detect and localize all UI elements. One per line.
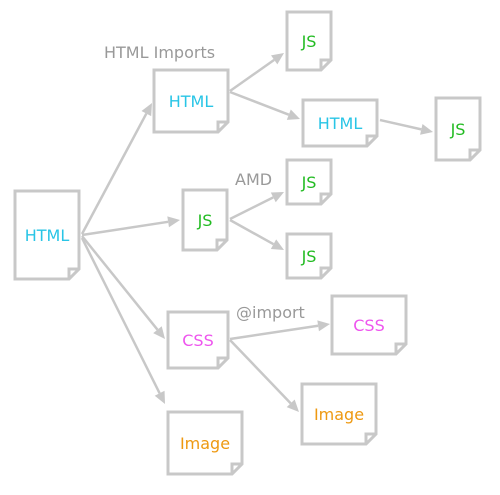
arrow-head	[270, 192, 284, 203]
node-js-amd-1[interactable]: JS	[285, 158, 333, 206]
arrow-head	[271, 53, 284, 65]
edge-line	[80, 237, 161, 394]
edge-line	[229, 58, 275, 93]
page-fold-icon	[319, 266, 331, 278]
edge-line	[229, 90, 290, 116]
node-js-amd-2[interactable]: JS	[285, 232, 333, 280]
node-js-far[interactable]: JS	[434, 96, 482, 162]
arrow-head	[153, 326, 165, 339]
node-root-html[interactable]: HTML	[13, 189, 81, 281]
node-css-2[interactable]: CSS	[330, 294, 408, 356]
node-image-1[interactable]: Image	[300, 382, 378, 446]
document-icon	[300, 382, 378, 446]
edge-js-mid-to-js-amd-2	[229, 218, 284, 250]
edge-html-3-to-js-far	[379, 118, 433, 135]
edge-line	[81, 235, 159, 331]
node-label: CSS	[353, 316, 384, 335]
node-image-2[interactable]: Image	[166, 410, 244, 476]
node-label: JS	[301, 32, 317, 51]
document-icon	[301, 98, 379, 148]
document-icon	[285, 10, 333, 72]
node-html-3[interactable]: HTML	[301, 98, 379, 148]
node-label: HTML	[25, 226, 70, 245]
node-label: HTML	[318, 114, 363, 133]
page-fold-icon	[67, 267, 79, 279]
node-label: Image	[314, 405, 364, 424]
arrow-head	[286, 109, 300, 120]
node-label: JS	[301, 247, 317, 266]
document-icon	[181, 188, 229, 252]
document-icon	[166, 310, 230, 370]
arrow-head	[167, 216, 180, 228]
edge-root-html-to-html-2	[80, 103, 152, 235]
page-fold-icon	[215, 238, 227, 250]
arrow-head	[270, 239, 284, 250]
node-css-1[interactable]: CSS	[166, 310, 230, 370]
edge-line	[229, 218, 275, 246]
edge-css-1-to-image-1	[229, 339, 299, 412]
node-label: JS	[197, 211, 213, 230]
document-icon	[434, 96, 482, 162]
edge-label-import: @import	[236, 303, 305, 322]
edge-line	[229, 196, 274, 221]
page-fold-icon	[319, 58, 331, 70]
edge-root-html-to-image-2	[80, 237, 165, 404]
edge-label-amd: AMD	[235, 170, 272, 189]
page-fold-icon	[319, 192, 331, 204]
arrow-head	[141, 103, 152, 117]
edge-root-html-to-js-mid	[81, 216, 180, 237]
page-fold-icon	[468, 148, 480, 160]
document-icon	[330, 294, 408, 356]
edge-label-html-imports: HTML Imports	[104, 43, 215, 62]
page-fold-icon	[364, 432, 376, 444]
page-fold-icon	[230, 462, 242, 474]
arrow-head	[420, 123, 433, 135]
node-label: CSS	[182, 331, 213, 350]
node-js-top[interactable]: JS	[285, 10, 333, 72]
edge-html-2-to-js-top	[229, 53, 284, 93]
node-js-mid[interactable]: JS	[181, 188, 229, 252]
node-label: JS	[301, 173, 317, 192]
page-fold-icon	[216, 356, 228, 368]
edge-css-1-to-css-2	[229, 320, 330, 341]
node-html-2[interactable]: HTML	[152, 68, 230, 134]
edge-html-2-to-html-3	[229, 90, 300, 120]
arrow-head	[317, 320, 330, 332]
document-icon	[13, 189, 81, 281]
edge-line	[229, 339, 292, 405]
edge-line	[229, 324, 319, 341]
document-icon	[166, 410, 244, 476]
page-fold-icon	[365, 134, 377, 146]
edge-line	[81, 220, 169, 237]
page-fold-icon	[394, 342, 406, 354]
edge-line	[80, 112, 148, 235]
arrow-head	[154, 390, 165, 404]
page-fold-icon	[216, 120, 228, 132]
node-label: JS	[450, 120, 466, 139]
node-label: Image	[180, 434, 230, 453]
document-icon	[152, 68, 230, 134]
node-label: HTML	[169, 92, 214, 111]
arrow-head	[286, 399, 299, 412]
edges-layer	[80, 53, 433, 412]
edge-root-html-to-css-1	[81, 235, 165, 339]
edge-js-mid-to-js-amd-1	[229, 192, 284, 221]
edge-line	[379, 118, 422, 131]
